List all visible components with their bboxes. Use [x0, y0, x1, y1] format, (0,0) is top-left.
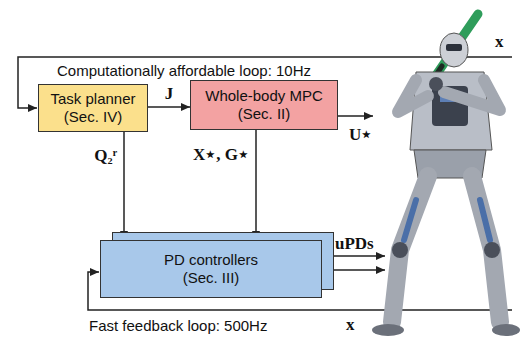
signal-name: J: [164, 84, 175, 104]
box-title: Task planner: [50, 90, 135, 108]
mpc-box: Whole-body MPC(Sec. II): [190, 80, 338, 130]
loop-note: Fast feedback loop: 500Hz: [88, 317, 268, 334]
controller-box: PD controllers(Sec. III): [100, 240, 322, 298]
loop-note: Computationally affordable loop: 10Hz: [56, 62, 312, 79]
signal-arrow: [148, 106, 190, 108]
signal-arrow: [123, 132, 125, 240]
u-output-wire: [338, 115, 373, 117]
robot-illustration: [372, 14, 520, 336]
signal-name: U⋆: [348, 124, 373, 145]
signal-name: X⋆, G⋆: [192, 144, 250, 165]
planner-box: Task planner(Sec. IV): [38, 84, 148, 132]
state-symbol: x: [494, 32, 505, 52]
section-ref: (Sec. II): [238, 105, 291, 123]
state-symbol: x: [345, 315, 356, 335]
signal-arrow: [255, 130, 257, 240]
section-ref: (Sec. IV): [64, 108, 122, 126]
box-title: Whole-body MPC: [205, 87, 323, 105]
box-title: PD controllers: [164, 251, 258, 269]
signal-name: Q₂ʳ: [93, 146, 118, 166]
signal-name: uPDs: [334, 234, 375, 254]
section-ref: (Sec. III): [183, 269, 240, 287]
